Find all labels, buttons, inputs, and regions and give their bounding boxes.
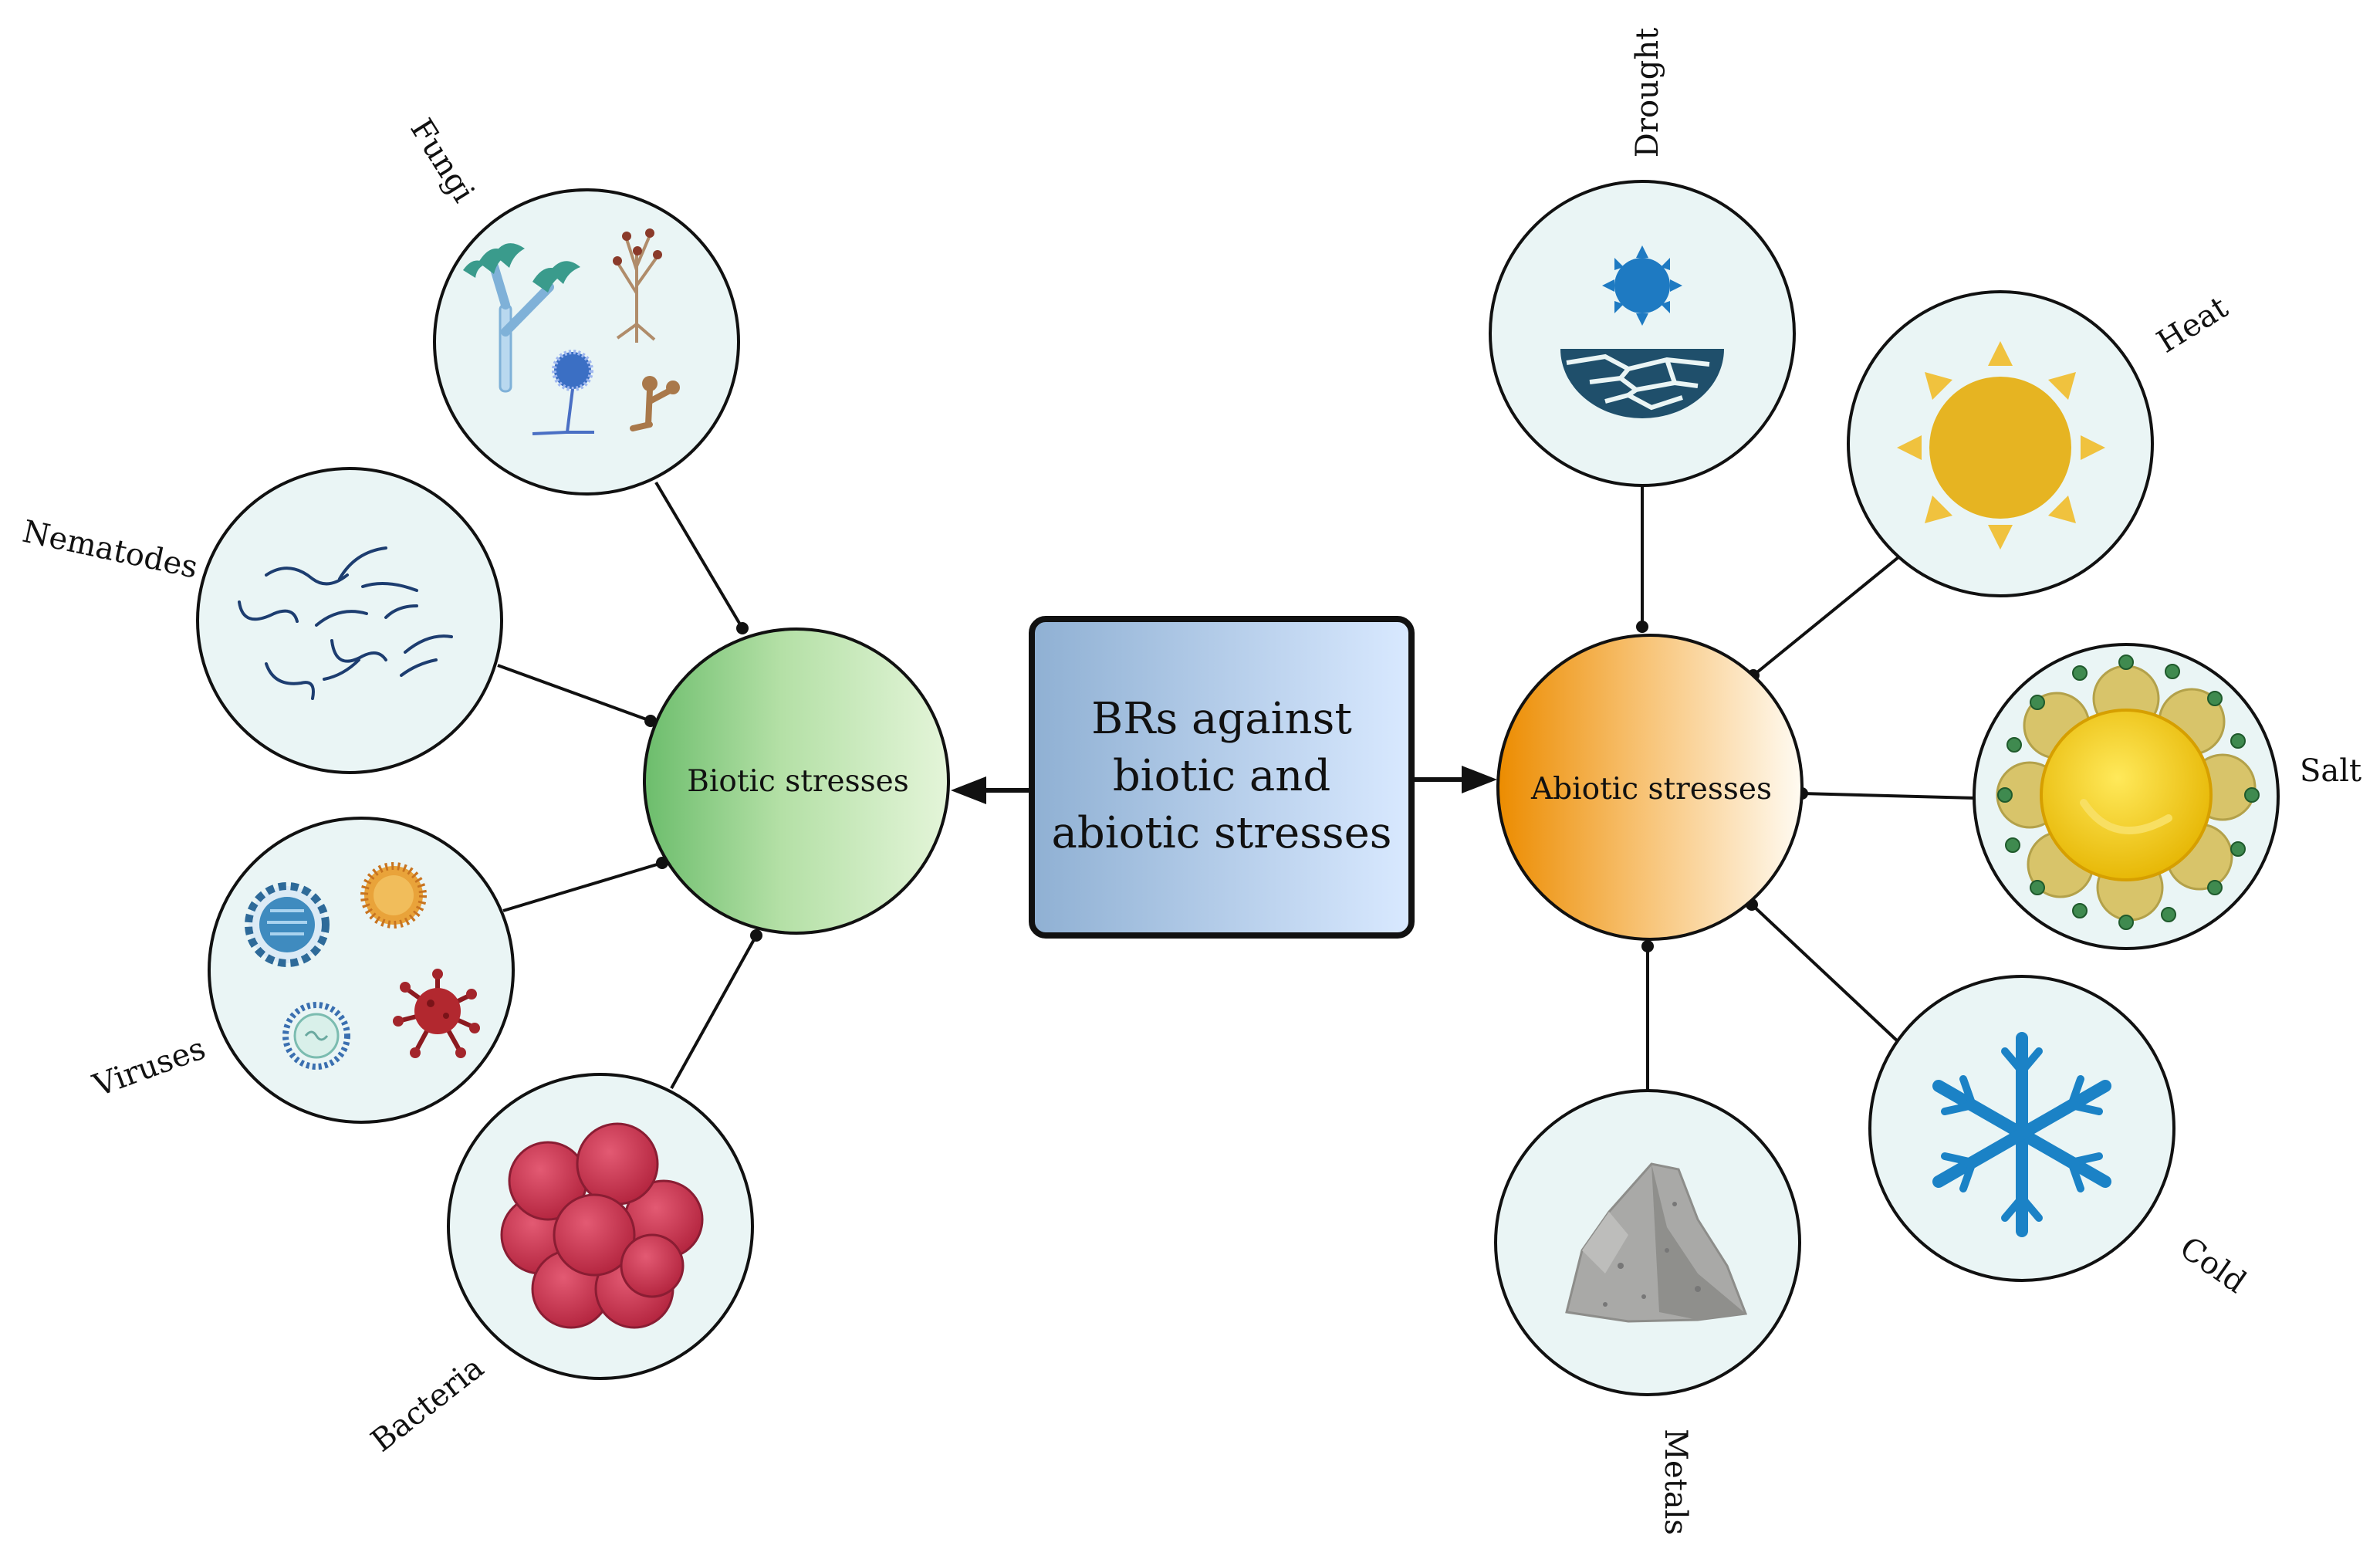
nematodes-icon: [238, 546, 453, 700]
salt-label: Salt: [2300, 753, 2361, 789]
salt-icon: [1996, 655, 2260, 930]
viruses-node: [208, 817, 515, 1124]
biotic-hub-label: Biotic stresses: [687, 764, 909, 799]
metals-label: Metals: [1658, 1429, 1693, 1535]
heat-node: [1847, 290, 2154, 597]
cold-icon: [1932, 1032, 2111, 1237]
metals-icon: [1565, 1162, 1748, 1323]
biotic-connector-dots: [644, 622, 762, 942]
cold-label: Cold: [2173, 1230, 2253, 1301]
nematodes-label: Nematodes: [19, 514, 201, 586]
heat-label: Heat: [2151, 289, 2234, 360]
abiotic-hub-label: Abiotic stresses: [1530, 772, 1772, 807]
fungi-label: Fungi: [403, 113, 481, 208]
viruses-icon: [245, 862, 480, 1070]
arrow-to-abiotic: [1414, 766, 1497, 793]
heat-icon: [1897, 341, 2105, 550]
drought-icon: [1560, 245, 1724, 418]
drought-label: Drought: [1630, 28, 1665, 157]
arrow-to-biotic: [951, 776, 1030, 804]
abiotic-connectors: [1641, 486, 1976, 1090]
center-title-line2: biotic and: [1113, 751, 1330, 801]
fungi-node: [433, 188, 740, 496]
viruses-label: Viruses: [88, 1030, 210, 1104]
fungi-icon: [463, 228, 680, 435]
center-title-line3: abiotic stresses: [1052, 808, 1392, 858]
bacteria-icon: [500, 1122, 704, 1329]
abiotic-hub: Abiotic stresses: [1496, 634, 1804, 941]
nematodes-node: [196, 467, 503, 774]
bacteria-node: [447, 1073, 754, 1380]
biotic-connectors: [497, 481, 758, 1089]
center-box: BRs against biotic and abiotic stresses: [1029, 616, 1415, 939]
salt-node: [1973, 643, 2280, 950]
drought-node: [1489, 180, 1796, 487]
center-title-line1: BRs against: [1091, 694, 1352, 744]
metals-node: [1494, 1089, 1801, 1396]
bacteria-label: Bacteria: [364, 1350, 490, 1460]
cold-node: [1868, 975, 2175, 1282]
biotic-hub: Biotic stresses: [643, 627, 950, 935]
